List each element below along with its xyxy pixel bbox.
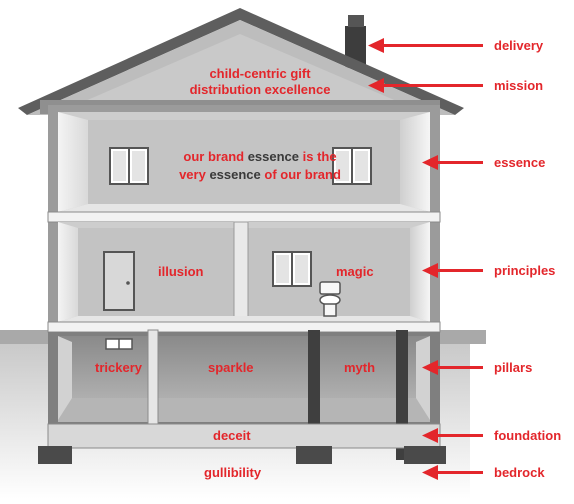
footing-right <box>404 446 446 464</box>
chimney-cap <box>348 15 364 27</box>
arrow-foundation <box>422 428 483 443</box>
essence-line-1: our brand essence is the <box>150 148 370 166</box>
label-foundation: foundation <box>494 428 562 443</box>
mission-statement: child-centric gift distribution excellen… <box>150 66 370 98</box>
room-trickery: trickery <box>95 360 142 375</box>
essence-line-1-b: essence <box>247 149 300 164</box>
label-bedrock: bedrock <box>494 465 545 480</box>
footing-left <box>38 446 72 464</box>
essence-line-2-a: very <box>179 167 210 182</box>
room-myth: myth <box>344 360 376 375</box>
mission-line-2: distribution excellence <box>189 82 331 97</box>
window-middle <box>272 251 312 287</box>
attic <box>62 34 420 111</box>
interior-wall <box>233 221 249 325</box>
label-mission: mission <box>494 78 544 93</box>
arrow-principles <box>422 263 483 278</box>
room-illusion: illusion <box>158 264 204 279</box>
door <box>103 251 135 311</box>
arrow-bedrock <box>422 465 483 480</box>
essence-line-2-c: of our brand <box>260 167 341 182</box>
window-upper-right <box>332 147 372 185</box>
label-delivery: delivery <box>494 38 544 53</box>
arrow-pillars <box>422 360 483 375</box>
arrow-mission <box>368 78 483 93</box>
basement-window <box>105 338 133 350</box>
essence-line-1-c: is the <box>299 149 337 164</box>
layer-deceit: deceit <box>213 428 251 443</box>
room-magic: magic <box>336 264 374 279</box>
arrow-delivery <box>368 38 483 53</box>
foundation-slab <box>47 423 441 449</box>
label-pillars: pillars <box>494 360 533 375</box>
mission-line-1: child-centric gift <box>209 66 311 81</box>
arrow-essence <box>422 155 483 170</box>
essence-statement: our brand essence is the very essence of… <box>150 148 370 184</box>
label-essence: essence <box>494 155 546 170</box>
toilet <box>319 281 341 317</box>
floor-slab-1 <box>47 211 441 223</box>
room-sparkle: sparkle <box>208 360 254 375</box>
essence-line-2-b: essence <box>209 167 261 182</box>
essence-line-2: very essence of our brand <box>150 166 370 184</box>
layer-gullibility: gullibility <box>204 465 262 480</box>
floor-slab-2 <box>47 321 441 333</box>
basement-wall <box>147 329 159 425</box>
essence-line-1-a: our brand <box>183 149 248 164</box>
footing-mid <box>296 446 332 464</box>
label-principles: principles <box>494 263 556 278</box>
arrows <box>368 38 483 480</box>
window-upper-left <box>109 147 149 185</box>
